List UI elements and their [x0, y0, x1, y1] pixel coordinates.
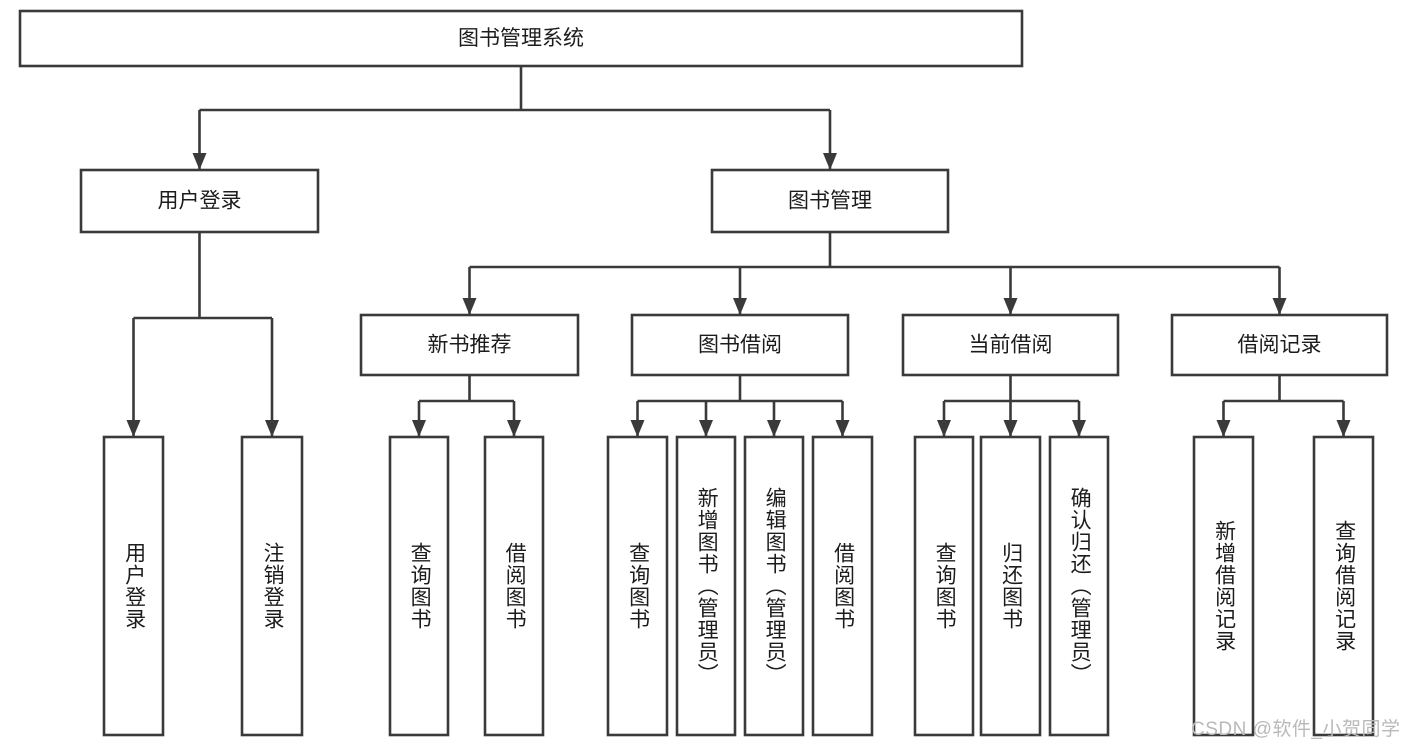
- node-box-add-borrow-record[interactable]: [1192, 435, 1255, 737]
- arrow-head-icon: [1216, 420, 1231, 437]
- node-box-current-borrow[interactable]: [901, 313, 1120, 377]
- arrow-head-icon: [699, 420, 713, 437]
- arrow-head-icon: [126, 420, 141, 437]
- arrow-head-icon: [767, 420, 781, 437]
- csdn-watermark: CSDN @软件_小贺同学: [1191, 719, 1401, 740]
- arrow-head-icon: [823, 153, 837, 170]
- arrow-head-icon: [1072, 420, 1086, 437]
- arrow-head-icon: [507, 420, 521, 437]
- arrow-head-icon: [1272, 298, 1287, 315]
- node-box-confirm-return-admin[interactable]: [1048, 435, 1110, 737]
- node-box-borrow-book-1[interactable]: [483, 435, 545, 737]
- node-label-current-borrow: 当前借阅: [969, 334, 1053, 357]
- arrow-head-icon: [630, 420, 645, 437]
- arrow-head-icon: [1003, 298, 1018, 315]
- arrow-head-icon: [265, 420, 279, 437]
- node-label-borrow-record: 借阅记录: [1238, 334, 1322, 357]
- node-box-new-book-recommend[interactable]: [359, 313, 580, 377]
- arrow-head-icon: [192, 153, 207, 170]
- arrow-head-icon: [412, 420, 426, 437]
- node-box-add-book-admin[interactable]: [675, 435, 737, 737]
- node-box-query-book-1[interactable]: [388, 435, 450, 737]
- node-box-borrow-record[interactable]: [1170, 313, 1389, 377]
- arrow-head-icon: [733, 298, 747, 315]
- node-box-return-book[interactable]: [979, 435, 1042, 737]
- node-label-book-borrow: 图书借阅: [698, 334, 782, 357]
- arrow-head-icon: [1336, 420, 1351, 437]
- boxes-layer: [18, 9, 1389, 737]
- arrow-head-icon: [937, 420, 951, 437]
- connectors-layer: [126, 66, 1351, 437]
- node-box-user-login-do[interactable]: [102, 435, 165, 737]
- node-box-user-logout[interactable]: [240, 435, 304, 737]
- node-box-book-borrow[interactable]: [630, 313, 850, 377]
- arrow-head-icon: [462, 298, 477, 315]
- node-box-root[interactable]: [18, 9, 1024, 68]
- arrow-head-icon: [1003, 420, 1018, 437]
- node-box-user-login[interactable]: [79, 168, 320, 234]
- node-box-book-management[interactable]: [710, 168, 950, 234]
- node-box-query-borrow-record[interactable]: [1312, 435, 1375, 737]
- node-box-query-book-3[interactable]: [913, 435, 975, 737]
- node-label-user-login: 用户登录: [158, 190, 242, 213]
- node-box-query-book-2[interactable]: [606, 435, 669, 737]
- node-label-book-management: 图书管理: [788, 190, 872, 213]
- arrow-head-icon: [835, 420, 850, 437]
- node-box-borrow-book-2[interactable]: [811, 435, 874, 737]
- node-label-root: 图书管理系统: [458, 27, 584, 50]
- node-box-edit-book-admin[interactable]: [743, 435, 805, 737]
- node-label-new-book-recommend: 新书推荐: [428, 334, 512, 357]
